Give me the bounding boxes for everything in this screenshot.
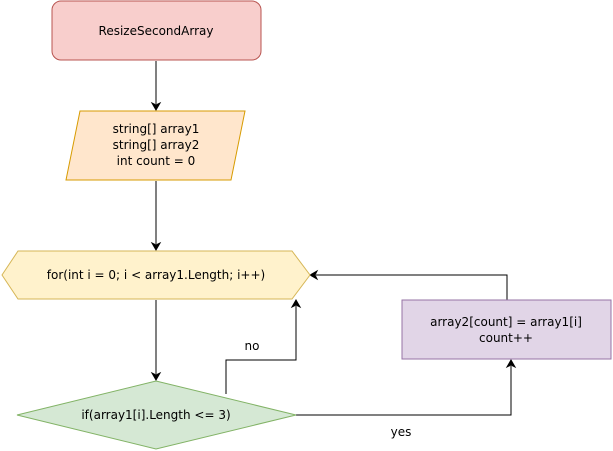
loop-node: for(int i = 0; i < array1.Length; i++) bbox=[1, 250, 311, 300]
condition-label: if(array1[i].Length <= 3) bbox=[81, 408, 230, 422]
edge-condition-yes-to-action bbox=[296, 358, 517, 416]
input-line-1: string[] array1 bbox=[113, 122, 200, 136]
action-node: array2[count] = array1[i] count++ bbox=[401, 299, 612, 360]
loop-label: for(int i = 0; i < array1.Length; i++) bbox=[47, 268, 265, 282]
input-line-3: int count = 0 bbox=[117, 154, 196, 168]
edge-condition-no-to-loop bbox=[225, 298, 302, 394]
action-line-1: array2[count] = array1[i] bbox=[430, 315, 582, 329]
edge-action-to-loop bbox=[308, 269, 508, 300]
input-line-2: string[] array2 bbox=[113, 138, 200, 152]
condition-node: if(array1[i].Length <= 3) bbox=[16, 380, 297, 450]
edge-loop-to-condition bbox=[150, 300, 162, 382]
action-line-2: count++ bbox=[479, 331, 533, 345]
start-node-label: ResizeSecondArray bbox=[99, 24, 214, 38]
edge-label-yes: yes bbox=[391, 425, 412, 439]
start-node: ResizeSecondArray bbox=[51, 0, 262, 61]
edge-start-to-input bbox=[150, 61, 162, 112]
input-node: string[] array1 string[] array2 int coun… bbox=[65, 110, 246, 181]
edge-label-no: no bbox=[245, 339, 260, 353]
edge-input-to-loop bbox=[150, 181, 162, 252]
